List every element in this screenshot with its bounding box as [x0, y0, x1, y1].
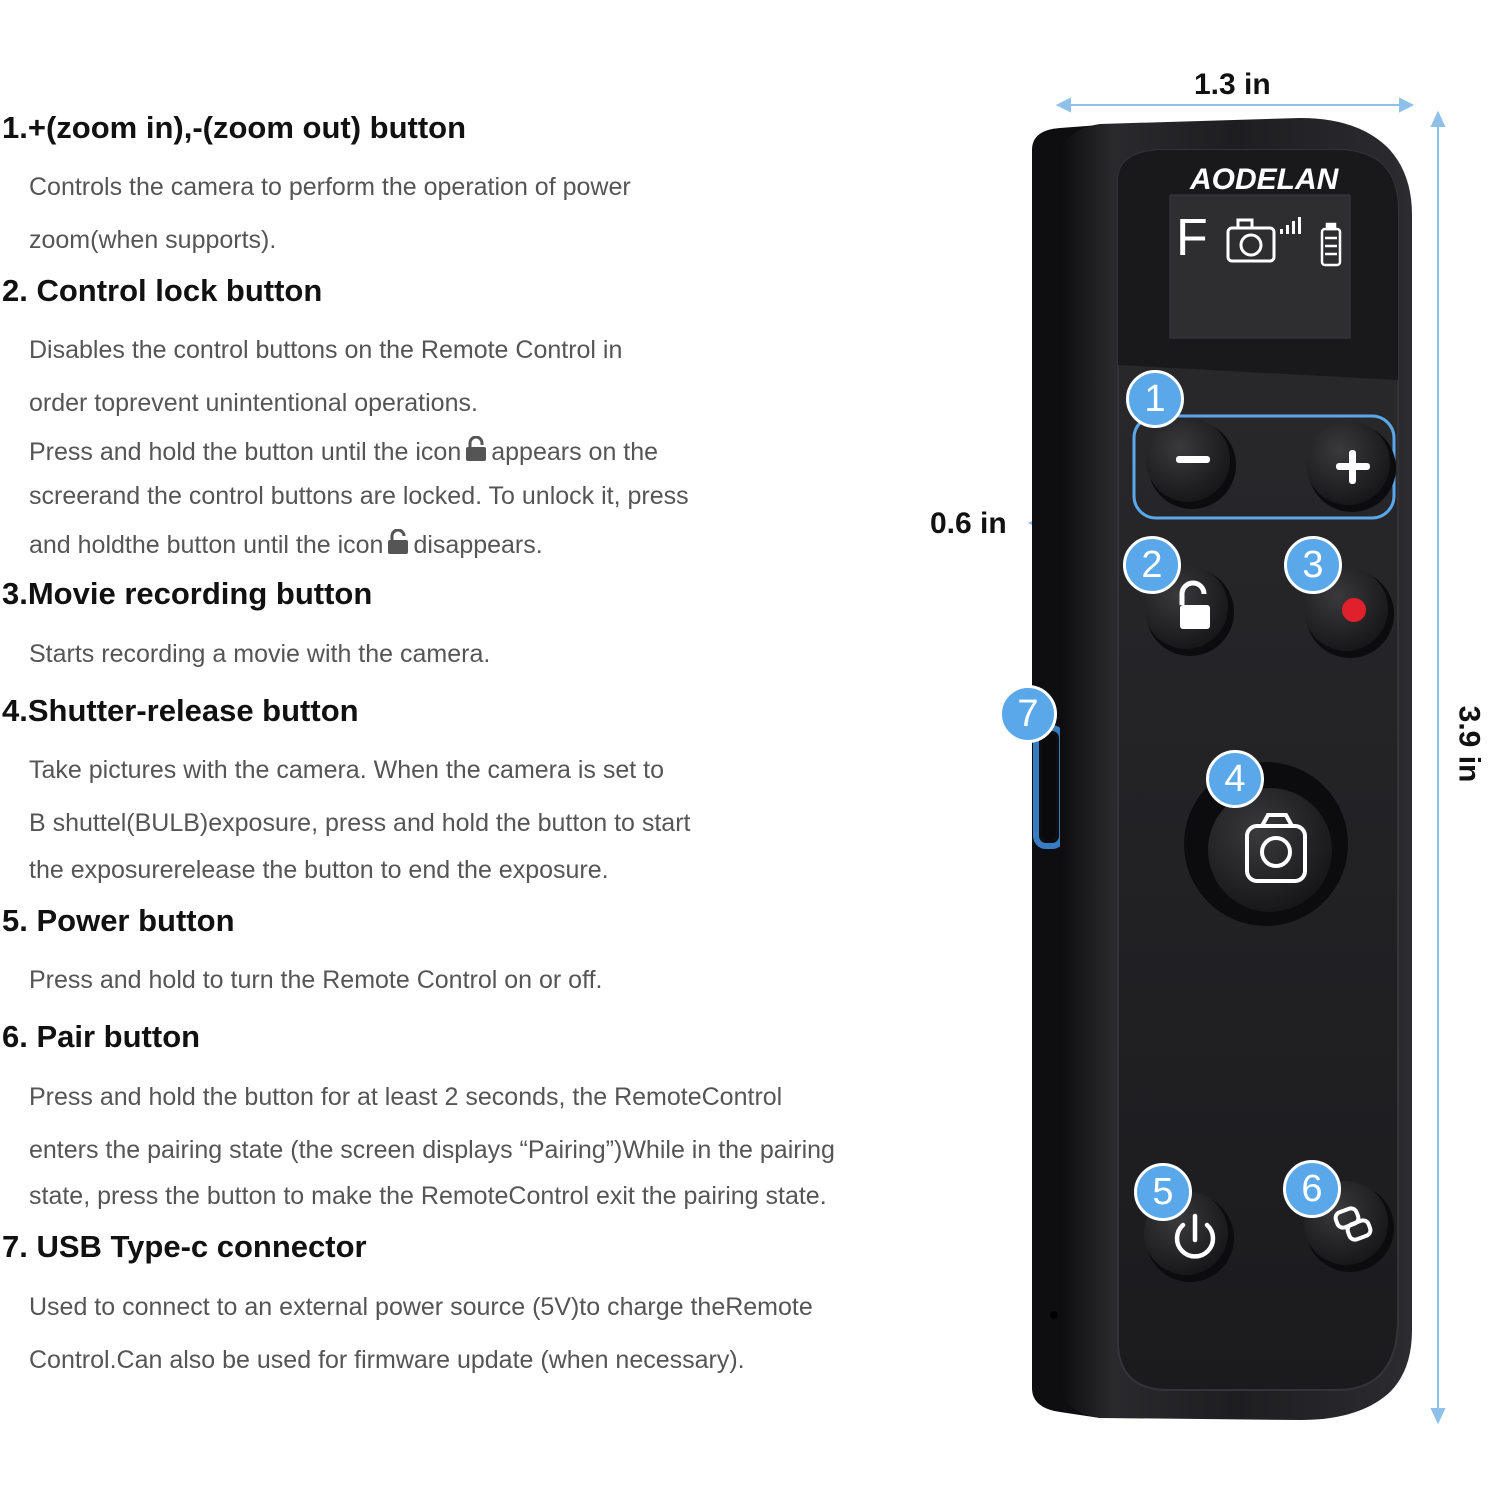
section-desc-line: state, press the button to make the Remo…: [29, 1182, 827, 1210]
section-title-power: 5. Power button: [2, 903, 235, 938]
height-dimension-label: 3.9 in: [1452, 705, 1486, 783]
zoom-out-button: [1146, 418, 1236, 509]
callout-badge-4: 4: [1206, 750, 1264, 808]
screen-camera-icon: [1226, 218, 1276, 263]
screen-battery-icon: [1320, 222, 1342, 267]
section-desc-line: screerand the control buttons are locked…: [29, 482, 689, 510]
section-title-movie-recording: 3.Movie recording button: [2, 576, 373, 611]
width-dimension-label: 1.3 in: [1194, 68, 1271, 101]
section-desc-text: Press and hold the button until the icon: [29, 438, 462, 466]
section-title-shutter-release: 4.Shutter-release button: [2, 693, 359, 728]
section-desc-line: Used to connect to an external power sou…: [29, 1293, 813, 1321]
section-title-control-lock: 2. Control lock button: [2, 273, 323, 308]
screen-signal-icon: [1280, 217, 1301, 234]
section-title-pair: 6. Pair button: [2, 1019, 201, 1054]
camera-icon: [1245, 813, 1307, 883]
section-desc-line: Starts recording a movie with the camera…: [29, 640, 491, 668]
screen-mode-letter: F: [1176, 209, 1208, 267]
section-desc-text: disappears.: [413, 531, 543, 559]
callout-badge-5: 5: [1134, 1163, 1192, 1221]
section-desc-line: Control.Can also be used for firmware up…: [29, 1346, 745, 1374]
callout-badge-2: 2: [1123, 536, 1181, 594]
callout-badge-3: 3: [1284, 536, 1342, 594]
section-desc-line: enters the pairing state (the screen dis…: [29, 1136, 835, 1164]
section-desc-line: order toprevent unintentional operations…: [29, 389, 478, 417]
shutter-release-button: [1184, 762, 1348, 926]
callout-badge-7: 7: [999, 685, 1057, 743]
zoom-in-button: [1306, 421, 1396, 512]
lock-icon: [465, 435, 487, 469]
callout-badge-6: 6: [1283, 1160, 1341, 1218]
section-desc-line: B shuttel(BULB)exposure, press and hold …: [29, 809, 691, 837]
section-desc-line: Press and hold the button for at least 2…: [29, 1083, 783, 1111]
section-desc-line: Disables the control buttons on the Remo…: [29, 336, 623, 364]
record-dot-icon: [1342, 598, 1366, 622]
section-desc-text: appears on the: [491, 438, 659, 466]
callout-badge-1: 1: [1126, 370, 1184, 428]
height-dimension-arrow: [1430, 110, 1446, 1425]
section-title-zoom: 1.+(zoom in),-(zoom out) button: [2, 110, 467, 145]
section-desc-line: Take pictures with the camera. When the …: [29, 756, 664, 784]
section-desc-line: the exposurerelease the button to end th…: [29, 856, 609, 884]
unlock-icon: [1179, 580, 1210, 629]
section-desc-line: zoom(when supports).: [29, 226, 277, 254]
section-title-usb: 7. USB Type-c connector: [2, 1229, 367, 1264]
width-dimension-arrow: [1055, 97, 1415, 113]
link-icon: [1333, 1206, 1373, 1242]
thickness-dimension-label: 0.6 in: [930, 507, 1007, 540]
unlock-icon: [387, 528, 409, 562]
section-desc-line: Press and hold to turn the Remote Contro…: [29, 966, 603, 994]
power-icon: [1174, 1213, 1216, 1259]
section-desc-line: Controls the camera to perform the opera…: [29, 173, 631, 201]
section-desc-line-with-icon: and holdthe button until the icon disappe…: [29, 528, 543, 562]
section-desc-text: and holdthe button until the icon: [29, 531, 384, 559]
brand-logo: AODELAN: [1190, 163, 1339, 196]
plus-icon: [1336, 450, 1370, 484]
minus-icon: [1176, 456, 1210, 463]
section-desc-line-with-icon: Press and hold the button until the icon…: [29, 435, 659, 469]
